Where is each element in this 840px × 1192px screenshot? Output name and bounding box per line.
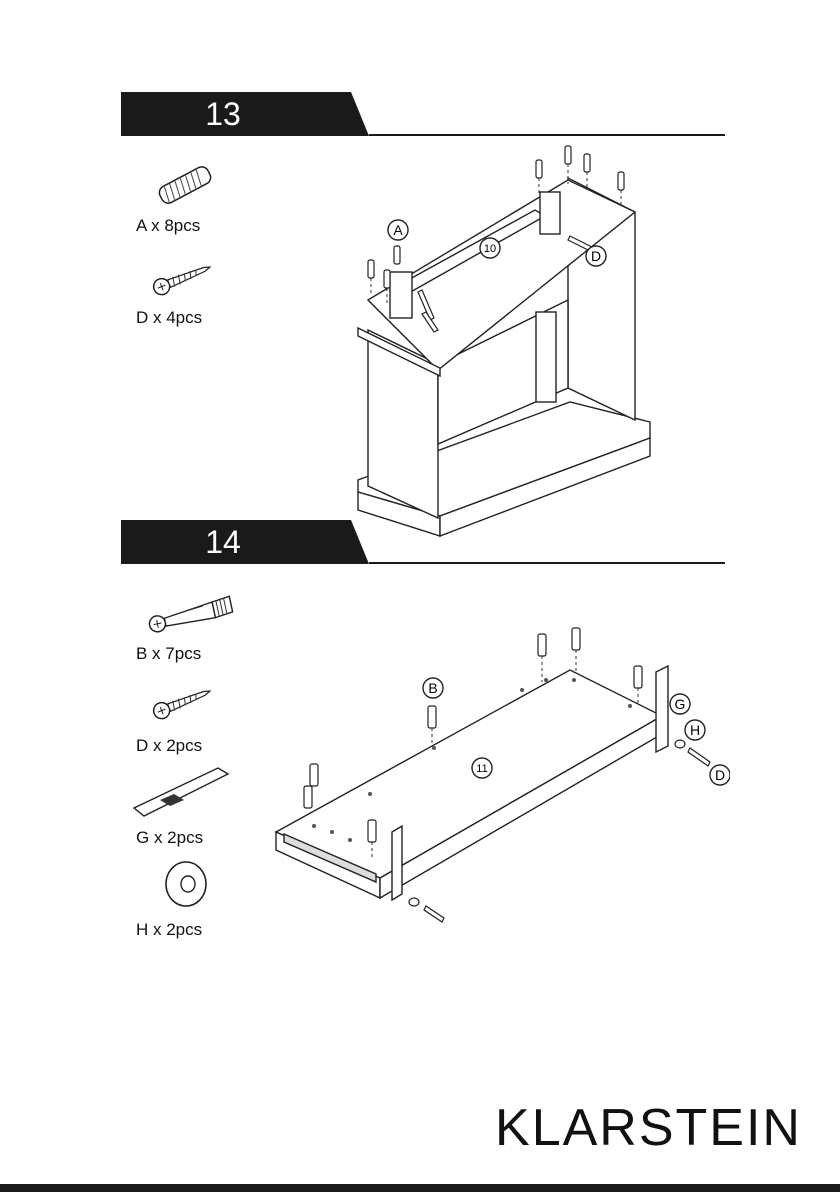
callout-panel-10: 10	[484, 243, 496, 255]
callout-panel-11: 11	[476, 763, 487, 775]
part-g-label: G x 2pcs	[136, 828, 203, 848]
brand-logo: KLARSTEIN	[495, 1098, 802, 1158]
part-d-label: D x 4pcs	[136, 308, 202, 328]
callout-d: D	[715, 767, 725, 783]
part-a-label: A x 8pcs	[136, 216, 200, 236]
step-13-header: 13	[121, 92, 725, 136]
callout-b: B	[428, 680, 437, 696]
part-a: A x 8pcs	[124, 160, 274, 240]
step-13-number: 13	[121, 95, 325, 133]
callout-d: D	[591, 248, 601, 264]
step-14-diagram: B G H D 11	[270, 620, 730, 940]
part-b-label: B x 7pcs	[136, 644, 201, 664]
part-b: B x 7pcs	[124, 588, 274, 668]
dowel-icon	[150, 160, 220, 210]
part-d-step13: D x 4pcs	[124, 256, 274, 336]
screw-icon	[148, 680, 218, 724]
step-14-header: 14	[121, 520, 725, 564]
callout-g: G	[675, 696, 686, 712]
part-d-step14: D x 2pcs	[124, 680, 274, 760]
bracket-strip-icon	[130, 760, 230, 820]
footer-bar	[0, 1184, 840, 1192]
part-h: H x 2pcs	[124, 856, 274, 942]
part-d-label: D x 2pcs	[136, 736, 202, 756]
part-g: G x 2pcs	[124, 760, 274, 846]
cam-bolt-icon	[144, 588, 244, 638]
callout-h: H	[690, 722, 700, 738]
screw-icon	[148, 256, 218, 300]
washer-icon	[158, 856, 218, 912]
step-13-diagram: A D 10	[350, 140, 690, 560]
callout-a: A	[393, 222, 403, 238]
part-h-label: H x 2pcs	[136, 920, 202, 940]
step-14-number: 14	[121, 523, 325, 561]
